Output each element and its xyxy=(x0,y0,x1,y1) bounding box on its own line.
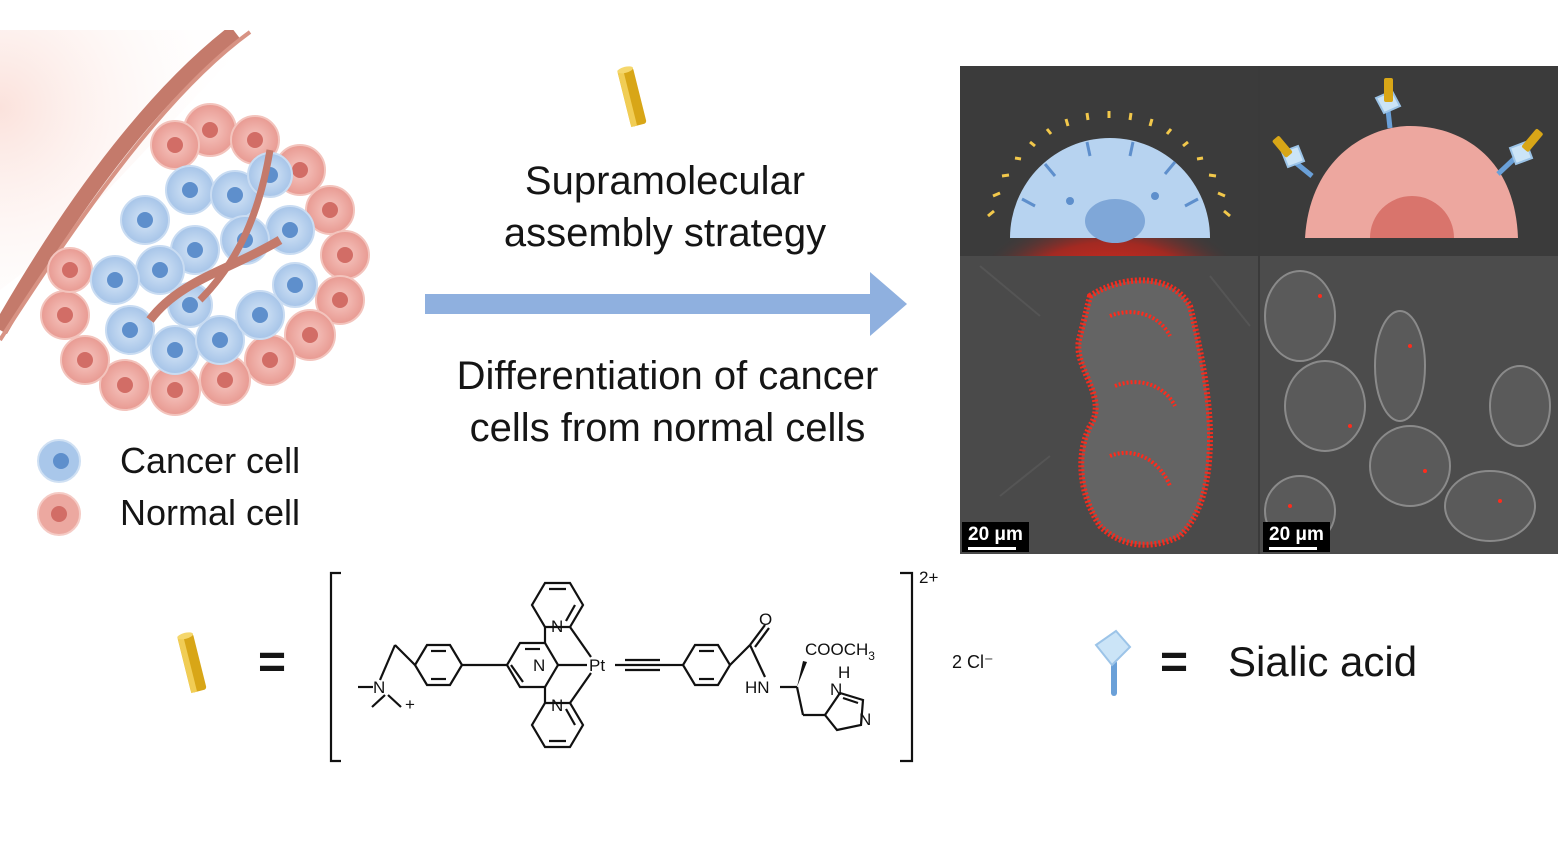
chem-imid-h: H xyxy=(838,663,850,682)
strategy-line-2: assembly strategy xyxy=(503,211,827,255)
scale-bar-right: 20 μm xyxy=(1263,522,1330,552)
sialic-probe-3 xyxy=(1496,129,1543,176)
normal-cell-micrograph xyxy=(1260,256,1558,554)
platinum-complex-structure: N N N Pt N + O HN COOCH3 H N N 2+ xyxy=(329,568,938,763)
normal-cell-schematic xyxy=(1260,66,1558,256)
chem-cooch3: COOCH3 xyxy=(805,640,875,663)
chem-charge: 2+ xyxy=(919,568,938,587)
process-arrow xyxy=(425,272,907,336)
equals-sign-left: = xyxy=(258,636,287,689)
normal-cell-label: Normal cell xyxy=(120,492,301,533)
sialic-acid-label: Sialic acid xyxy=(1228,638,1418,685)
chem-hn: HN xyxy=(745,678,770,697)
chem-plus: + xyxy=(405,695,415,714)
outcome-line-1: Differentiation of cancer xyxy=(456,354,879,398)
microscopy-panel: 20 μm 20 μm xyxy=(960,66,1558,554)
outcome-text: Differentiation of cancer cells from nor… xyxy=(410,350,925,454)
strategy-text: Supramolecular assembly strategy xyxy=(420,155,910,259)
scale-bar-left-line xyxy=(968,547,1016,550)
scale-bar-right-line xyxy=(1269,547,1317,550)
cancer-cell-legend-icon xyxy=(37,439,81,483)
cancer-cell-micrograph xyxy=(960,256,1258,554)
strategy-line-1: Supramolecular xyxy=(524,159,806,203)
chem-amine-n: N xyxy=(373,678,385,697)
chem-n-mid: N xyxy=(533,656,545,675)
chem-imid-n2: N xyxy=(859,710,871,729)
scale-bar-right-label: 20 μm xyxy=(1269,524,1324,545)
cancer-cell-assembly-schematic xyxy=(960,66,1258,256)
probe-rod-icon-legend xyxy=(177,632,207,694)
blood-vessel xyxy=(0,30,240,334)
cancer-cell-label: Cancer cell xyxy=(120,440,301,481)
scale-bar-left-label: 20 μm xyxy=(968,524,1023,545)
chem-carbonyl-o: O xyxy=(759,610,772,629)
sialic-probe-2 xyxy=(1374,78,1402,129)
tumor-tissue-illustration xyxy=(0,30,370,416)
scale-bar-left: 20 μm xyxy=(962,522,1029,552)
chem-pt: Pt xyxy=(589,656,605,675)
counterion-label: 2 Cl⁻ xyxy=(952,652,994,672)
chem-n-top: N xyxy=(551,617,563,636)
equals-sign-right: = xyxy=(1160,636,1189,689)
sialic-acid-icon xyxy=(1094,629,1132,696)
outcome-line-2: cells from normal cells xyxy=(469,406,866,450)
normal-cells xyxy=(40,103,370,416)
chem-imid-n1: N xyxy=(830,680,842,699)
normal-cell-legend-icon xyxy=(37,492,81,536)
probe-rod-icon xyxy=(617,66,647,128)
chem-n-bottom: N xyxy=(551,696,563,715)
sialic-probe-1 xyxy=(1272,136,1314,178)
